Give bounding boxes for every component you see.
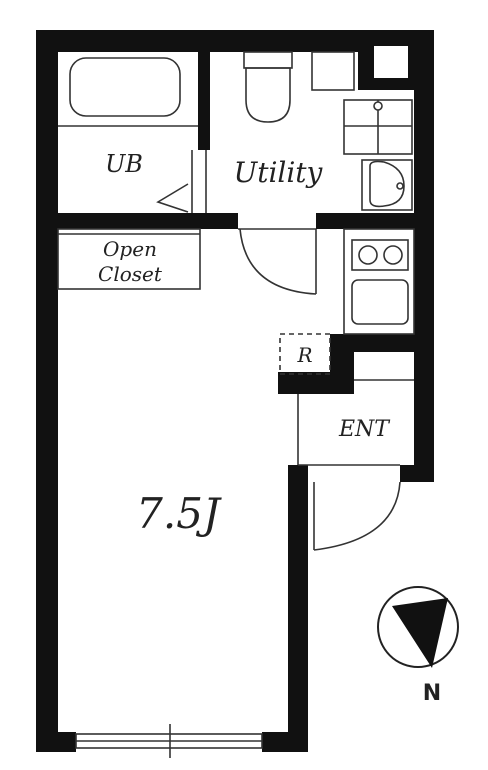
walls xyxy=(36,30,434,752)
open-closet xyxy=(57,228,201,290)
label-closet-line2: Closet xyxy=(98,262,163,286)
entrance-door-swing xyxy=(313,481,401,551)
sink-faucet xyxy=(396,182,404,190)
wall-mid-horizontal-left xyxy=(36,213,238,229)
burner-right xyxy=(383,245,403,265)
utility-door-swing xyxy=(239,228,317,295)
wall-entrance-bottom xyxy=(400,465,434,482)
compass-label: N xyxy=(423,681,441,706)
wall-right xyxy=(414,30,434,482)
wall-entrance-left xyxy=(278,372,354,394)
bathtub xyxy=(69,57,181,117)
shaft xyxy=(374,46,408,78)
wall-bottom-left xyxy=(36,732,76,752)
north-arrow-icon xyxy=(392,598,448,668)
wall-main-right xyxy=(288,465,308,752)
wall-ub-utility xyxy=(198,30,210,150)
north-compass: N xyxy=(377,586,459,706)
stove xyxy=(351,239,409,271)
label-fridge: R xyxy=(296,343,312,367)
label-ub: UB xyxy=(105,150,143,178)
fixtures xyxy=(57,51,415,758)
kitchen-sink xyxy=(351,279,409,325)
utility-cabinet xyxy=(311,51,355,91)
label-utility: Utility xyxy=(234,156,324,189)
wall-left xyxy=(36,30,58,750)
washer-drain xyxy=(373,101,383,111)
kitchen-counter xyxy=(343,228,415,335)
ub-door-triangle xyxy=(156,183,189,213)
label-main-room: 7.5J xyxy=(136,489,222,538)
wall-fridge-top xyxy=(330,334,434,352)
sink-counter xyxy=(361,159,413,211)
toilet-bowl xyxy=(245,67,291,123)
toilet-tank xyxy=(243,51,293,69)
wall-mid-horizontal-right xyxy=(316,213,434,229)
wall-top xyxy=(36,30,434,52)
label-entrance: ENT xyxy=(338,417,391,442)
label-closet-line1: Open xyxy=(103,237,157,261)
burner-left xyxy=(358,245,378,265)
sink-basin xyxy=(369,160,405,208)
